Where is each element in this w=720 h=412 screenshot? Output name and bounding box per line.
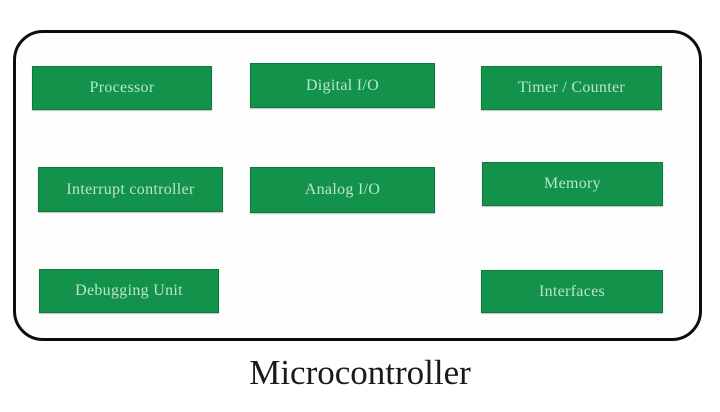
block-interrupt-controller: Interrupt controller: [38, 167, 223, 212]
diagram-title: Microcontroller: [249, 353, 471, 392]
block-timer-counter: Timer / Counter: [481, 66, 662, 110]
block-processor: Processor: [32, 66, 212, 110]
block-digital-io: Digital I/O: [250, 63, 435, 108]
block-debugging-unit: Debugging Unit: [39, 269, 219, 313]
block-analog-io: Analog I/O: [250, 167, 435, 213]
block-interfaces: Interfaces: [481, 270, 663, 313]
block-memory: Memory: [482, 162, 663, 206]
